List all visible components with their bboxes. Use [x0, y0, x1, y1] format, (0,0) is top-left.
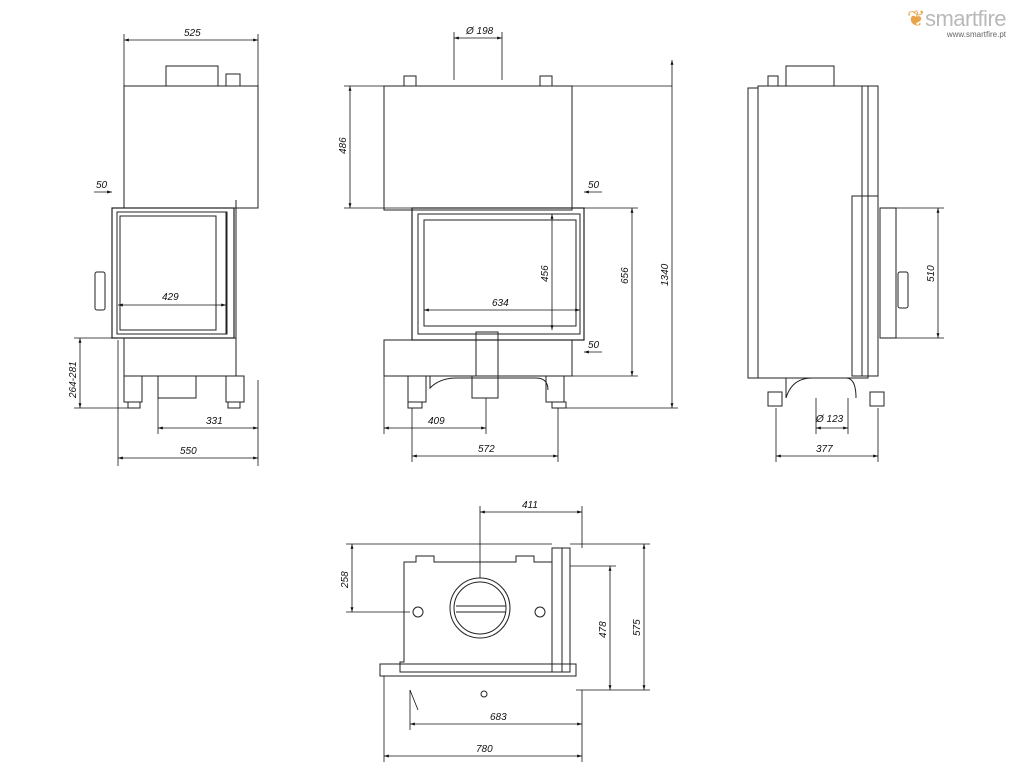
front-handle	[94, 271, 106, 311]
dim-top-total-depth: 575	[632, 619, 643, 636]
side-foot-left	[767, 391, 783, 407]
dim-center-flue-offset: 409	[428, 416, 445, 427]
brand-url: www.smartfire.pt	[946, 30, 1006, 39]
center-stud-right	[539, 75, 553, 87]
center-door-inner	[417, 213, 581, 335]
side-door-edge	[879, 207, 897, 339]
dim-front-top-width: 525	[184, 28, 201, 39]
front-foot-right	[227, 401, 241, 409]
side-flue-collar	[785, 65, 835, 87]
front-upper-body	[123, 85, 259, 209]
front-top-stud	[225, 73, 241, 87]
side-base-arch	[785, 377, 857, 399]
front-leg-left	[123, 375, 143, 403]
top-hole-left	[412, 606, 424, 618]
dim-center-right-offset-top: 50	[588, 180, 600, 191]
top-side-rail	[551, 547, 563, 673]
center-leg-left	[407, 375, 427, 403]
dim-front-glass-width: 429	[162, 292, 179, 303]
dim-center-total-height: 1340	[660, 263, 671, 286]
center-lower-body	[383, 339, 573, 377]
dim-front-total-width: 550	[180, 446, 197, 457]
top-outline	[399, 547, 571, 673]
front-dimension-lines	[74, 34, 259, 466]
top-knob	[480, 690, 488, 698]
dim-top-side-depth: 478	[598, 621, 609, 638]
dimension-labels: 525 50 429 264-281 331 550 Ø 198 486 50 …	[68, 26, 937, 755]
center-lower-flue	[471, 375, 499, 399]
side-view	[747, 65, 909, 407]
center-base-arch	[429, 376, 549, 391]
dim-top-total-width: 780	[476, 744, 493, 755]
center-dimension-lines	[344, 32, 678, 462]
front-leg-right	[225, 375, 245, 403]
dim-center-door-height: 656	[620, 267, 631, 284]
dim-side-depth: 377	[816, 444, 833, 455]
dim-center-top-height: 486	[338, 137, 349, 154]
brand-name: ❦smartfire	[907, 6, 1006, 31]
dim-front-flue-offset: 331	[206, 416, 223, 427]
flame-icon: ❦	[907, 6, 925, 31]
center-glass	[423, 219, 577, 327]
side-handle	[897, 271, 909, 309]
dim-top-flue-offset: 411	[522, 500, 538, 511]
dim-side-door-height: 510	[926, 265, 937, 282]
dim-center-glass-width: 634	[492, 298, 509, 309]
center-stud-left	[403, 75, 417, 87]
dim-front-side-offset: 50	[96, 180, 108, 191]
dim-front-leg-height: 264-281	[68, 361, 79, 399]
front-flue-collar	[165, 65, 219, 87]
front-glass	[119, 215, 217, 331]
dim-top-depth-to-flue: 258	[340, 571, 351, 589]
front-foot-left	[127, 401, 141, 409]
top-dimension-lines	[346, 506, 650, 762]
side-rear-plate	[861, 85, 879, 377]
side-front-plate	[747, 87, 759, 379]
side-dimension-lines	[775, 207, 944, 462]
side-door-profile	[851, 195, 879, 377]
front-view	[94, 65, 259, 409]
side-top-stud	[767, 75, 779, 87]
brand-logo: ❦smartfire www.smartfire.pt	[907, 6, 1006, 39]
top-flue-inner	[453, 581, 507, 635]
front-lower-flue	[157, 376, 197, 399]
dim-center-flue-diameter: Ø 198	[465, 26, 494, 37]
front-door-inner	[116, 211, 228, 335]
dim-center-right-offset-bottom: 50	[588, 340, 600, 351]
center-leg-right	[545, 375, 565, 403]
front-lower-body	[123, 337, 237, 377]
top-front-rail	[379, 663, 577, 677]
center-foot-left	[407, 401, 423, 409]
center-door-frame	[411, 207, 585, 341]
center-air-channel	[475, 331, 499, 377]
dim-side-rear-flue-diameter: Ø 123	[815, 414, 844, 425]
center-view	[383, 75, 585, 409]
dim-center-glass-height: 456	[540, 265, 551, 282]
dim-top-front-width: 683	[490, 712, 507, 723]
side-foot-right	[869, 391, 885, 407]
dim-center-base-width: 572	[478, 444, 495, 455]
top-flue-outer	[449, 577, 511, 639]
center-upper-body	[383, 85, 573, 211]
top-view	[379, 547, 577, 698]
top-hole-right	[534, 606, 546, 618]
center-foot-right	[551, 401, 567, 409]
